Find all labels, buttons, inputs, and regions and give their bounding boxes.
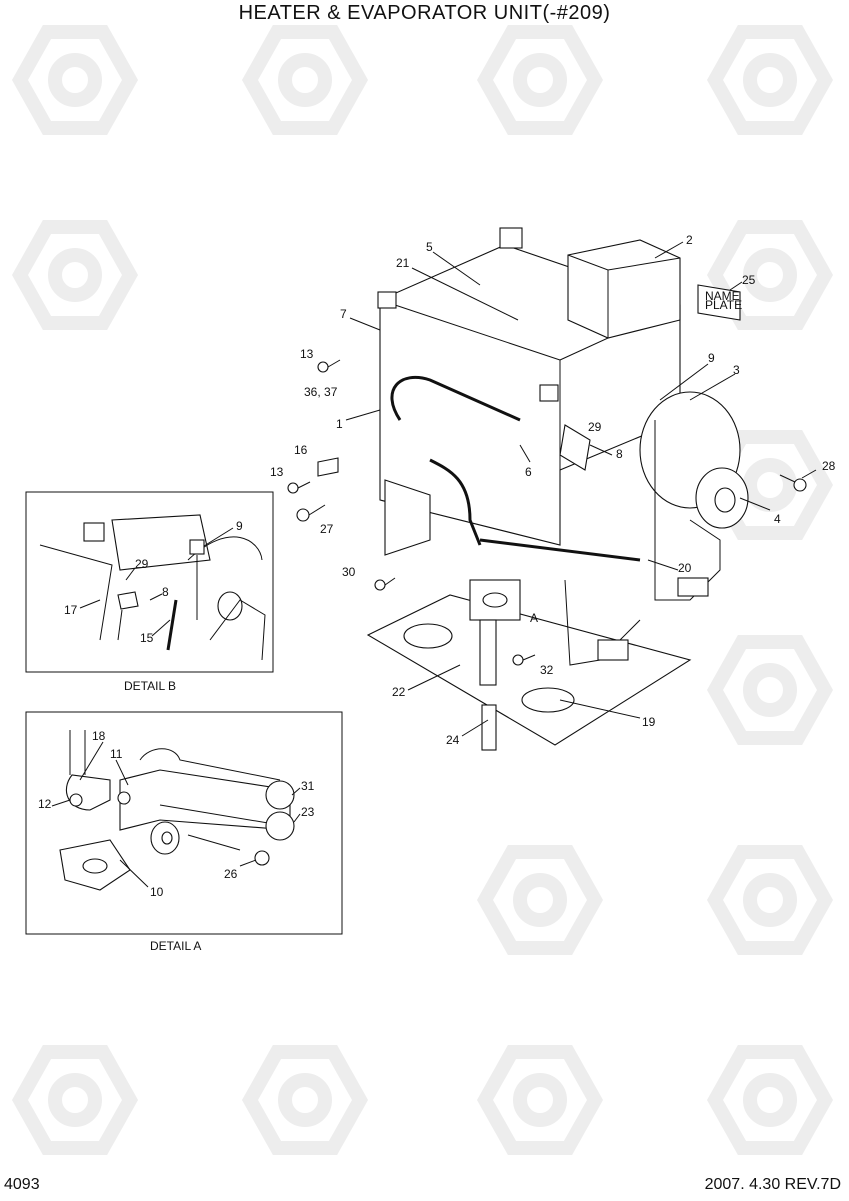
svg-text:2: 2	[686, 233, 693, 247]
svg-text:17: 17	[64, 603, 78, 617]
svg-text:28: 28	[822, 459, 836, 473]
watermark-logos	[11, 25, 834, 1155]
svg-text:1: 1	[336, 417, 343, 431]
svg-text:3: 3	[733, 363, 740, 377]
svg-text:13: 13	[270, 465, 284, 479]
svg-text:10: 10	[150, 885, 164, 899]
svg-text:25: 25	[742, 273, 756, 287]
svg-text:29: 29	[135, 557, 149, 571]
svg-text:30: 30	[342, 565, 356, 579]
duct	[567, 239, 681, 339]
page-number: 4093	[4, 1176, 40, 1193]
svg-text:5: 5	[426, 240, 433, 254]
svg-text:29: 29	[588, 420, 602, 434]
svg-text:DETAIL B: DETAIL B	[124, 679, 176, 693]
svg-text:A: A	[530, 611, 538, 625]
main-assembly: NAME PLATE 5 21 2 25 7 13 36,	[270, 227, 836, 751]
svg-text:6: 6	[525, 465, 532, 479]
svg-text:31: 31	[301, 779, 315, 793]
svg-text:11: 11	[110, 747, 123, 761]
svg-text:24: 24	[446, 733, 460, 747]
svg-text:22: 22	[392, 685, 406, 699]
svg-text:8: 8	[162, 585, 169, 599]
name-plate: NAME PLATE	[697, 284, 742, 321]
svg-text:19: 19	[642, 715, 656, 729]
svg-text:9: 9	[708, 351, 715, 365]
svg-text:20: 20	[678, 561, 692, 575]
svg-text:NAME: NAME	[705, 289, 740, 303]
svg-text:27: 27	[320, 522, 334, 536]
svg-text:18: 18	[92, 729, 106, 743]
svg-text:7: 7	[340, 307, 347, 321]
svg-text:15: 15	[140, 631, 154, 645]
svg-text:23: 23	[301, 805, 315, 819]
detail-a: 18 11 12 31 23 26 10 DETAIL A	[25, 711, 343, 953]
svg-text:9: 9	[236, 519, 243, 533]
svg-text:16: 16	[294, 443, 308, 457]
svg-text:21: 21	[396, 256, 410, 270]
svg-text:4: 4	[774, 512, 781, 526]
svg-text:DETAIL A: DETAIL A	[150, 939, 201, 953]
detail-b: 9 29 8 17 15 DETAIL B	[25, 491, 274, 693]
page-title: HEATER & EVAPORATOR UNIT(-#209)	[238, 2, 611, 24]
svg-text:12: 12	[38, 797, 52, 811]
revision-stamp: 2007. 4.30 REV.7D	[704, 1176, 841, 1193]
svg-text:32: 32	[540, 663, 554, 677]
svg-text:PLATE: PLATE	[705, 298, 742, 312]
svg-text:26: 26	[224, 867, 238, 881]
svg-text:13: 13	[300, 347, 314, 361]
svg-text:36, 37: 36, 37	[304, 385, 338, 399]
svg-text:8: 8	[616, 447, 623, 461]
